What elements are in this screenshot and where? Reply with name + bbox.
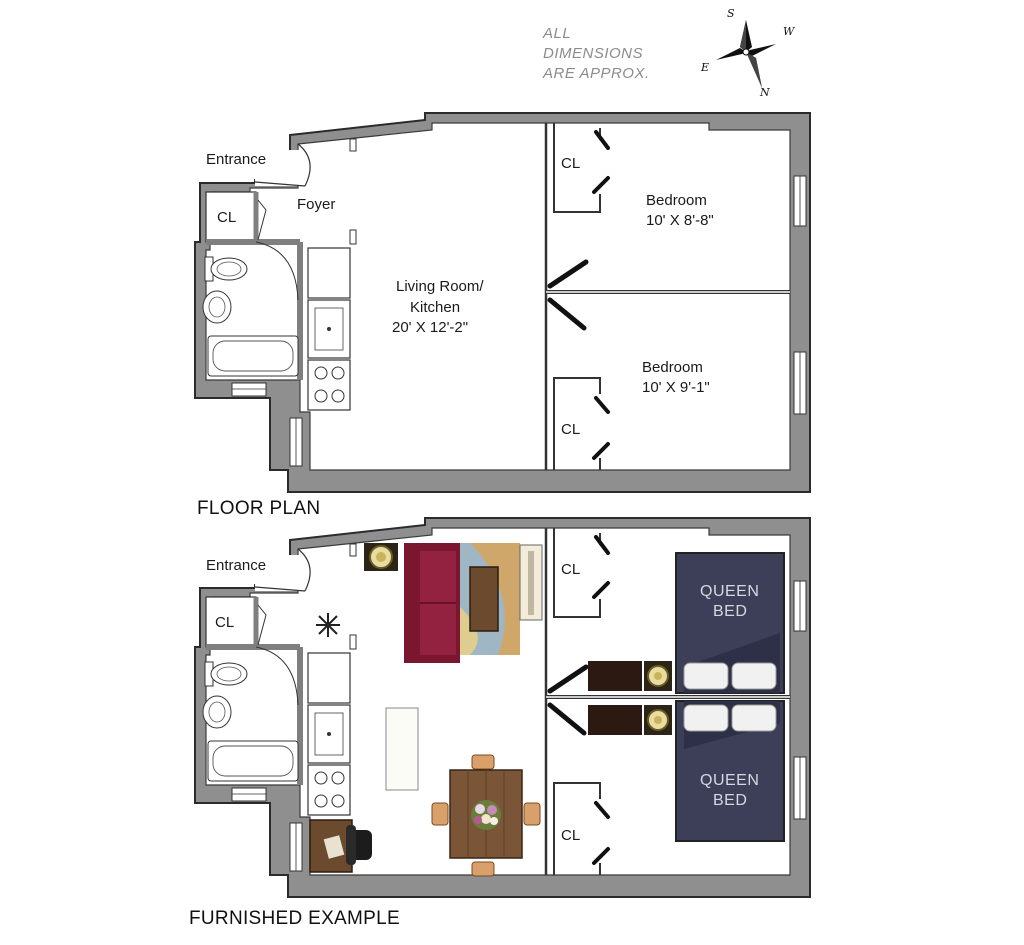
closet-bottom-label: CL <box>561 421 580 438</box>
desk <box>309 819 353 873</box>
lamp-bottom-icon <box>644 705 672 735</box>
coffee-table <box>469 566 499 632</box>
nightstand-bottom <box>588 705 642 735</box>
bed-bottom-label-line1: QUEEN <box>700 772 759 789</box>
furnished-caption: FURNISHED EXAMPLE <box>189 908 400 929</box>
flower-centerpiece-icon <box>471 800 501 830</box>
compass-n-label: N <box>759 86 770 99</box>
floor-plan-caption: FLOOR PLAN <box>197 498 320 519</box>
living-room-dimensions: 20' X 12'-2" <box>392 319 468 336</box>
compass-s-label: S <box>727 7 735 20</box>
ceiling-light-icon <box>316 613 340 637</box>
bedroom2-label: Bedroom <box>642 359 703 376</box>
bed-top-label-line1: QUEEN <box>700 583 759 600</box>
queen-bed-top: QUEEN BED <box>675 552 785 694</box>
queen-bed-bottom: QUEEN BED <box>675 700 785 842</box>
kitchen-label: Kitchen <box>410 299 460 316</box>
closet-bath-label: CL <box>217 209 236 226</box>
office-chair <box>346 825 372 865</box>
bed-bottom-label-line2: BED <box>713 792 747 809</box>
living-room-label: Living Room/ <box>396 278 484 295</box>
nightstand-top <box>588 661 642 691</box>
furnished-entrance-label: Entrance <box>206 557 266 574</box>
furnished-closet-top-label: CL <box>561 561 580 578</box>
dimensions-note-line1: ALL <box>542 25 571 42</box>
lamp-top-icon <box>644 661 672 691</box>
sofa <box>404 543 460 663</box>
dining-table <box>431 754 541 877</box>
bedroom2-dimensions: 10' X 9'-1" <box>642 379 710 396</box>
kitchen-island <box>385 707 419 791</box>
furnished-closet-bottom-label: CL <box>561 827 580 844</box>
furnished-plan: Entrance CL CL CL <box>195 518 810 897</box>
compass-w-label: W <box>783 25 796 38</box>
floor-plan: Entrance Foyer CL CL CL Living Room/ Kit… <box>195 113 810 492</box>
bedroom1-dimensions: 10' X 8'-8" <box>646 212 714 229</box>
compass-e-label: E <box>700 61 709 74</box>
floor-lamp-icon <box>364 543 398 571</box>
compass-rose-icon: S W E N <box>700 7 796 99</box>
dimensions-note-line3: ARE APPROX. <box>542 65 650 82</box>
furnished-closet-bath-label: CL <box>215 614 234 631</box>
foyer-label: Foyer <box>297 196 335 213</box>
bed-top-label-line2: BED <box>713 603 747 620</box>
bedroom1-label: Bedroom <box>646 192 707 209</box>
closet-top-label: CL <box>561 155 580 172</box>
entrance-label: Entrance <box>206 151 266 168</box>
dimensions-note-line2: DIMENSIONS <box>543 45 643 62</box>
